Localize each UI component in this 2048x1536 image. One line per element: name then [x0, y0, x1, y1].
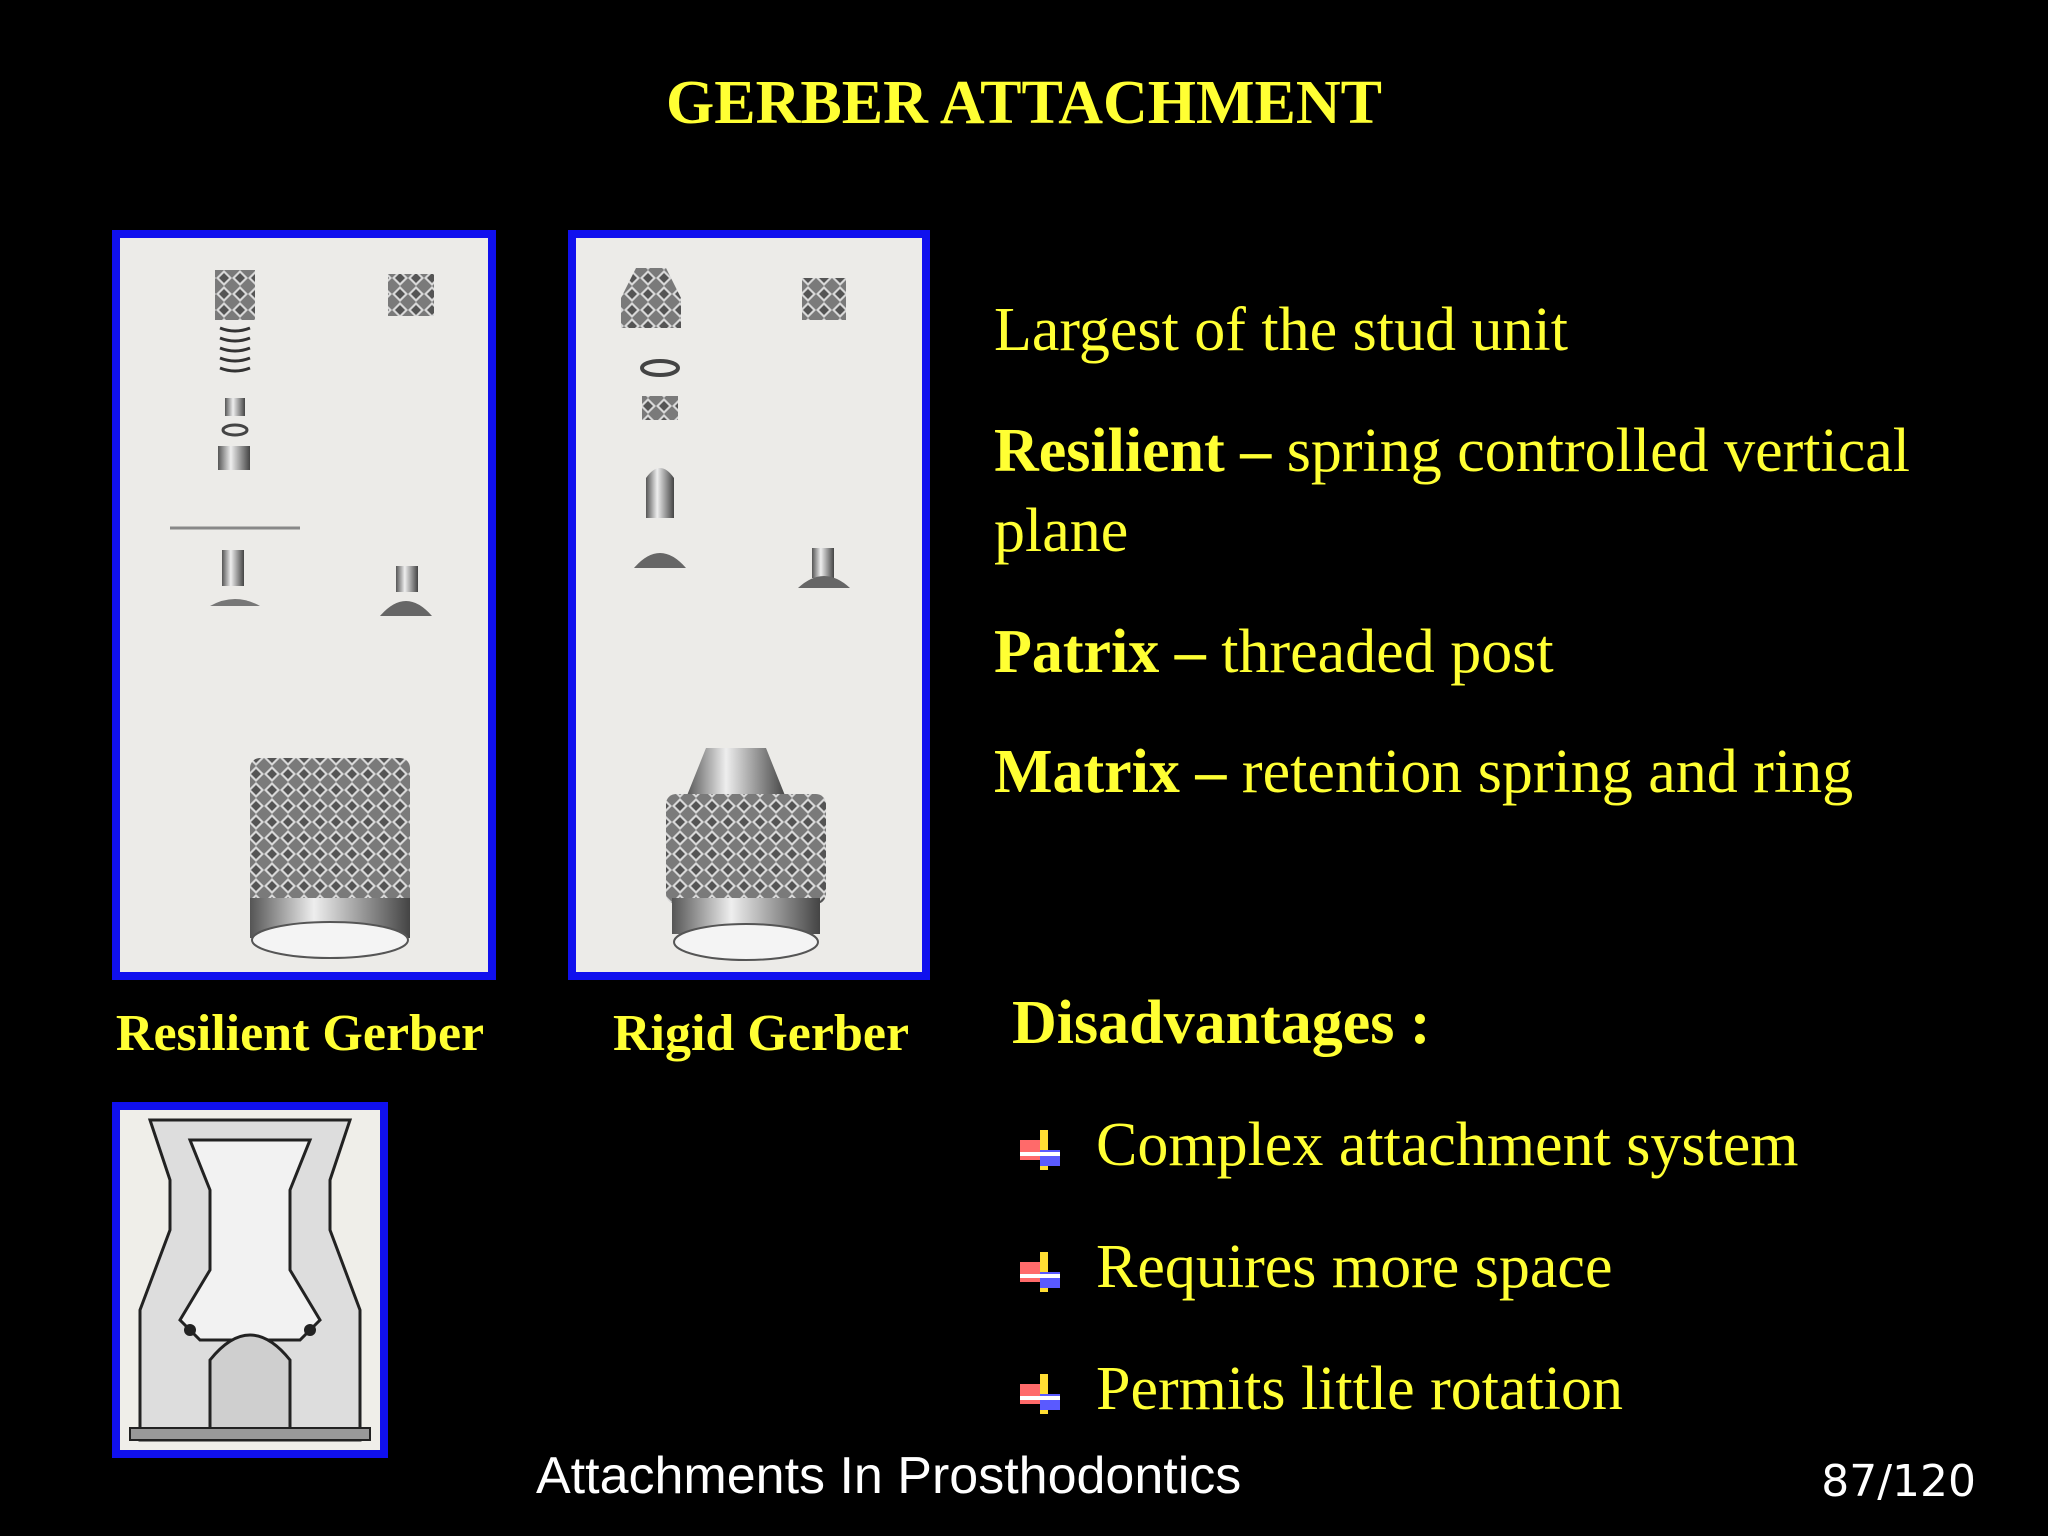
page-number: 87/120	[1821, 1456, 1976, 1507]
key-points: Largest of the stud unit Resilient – spr…	[994, 290, 2034, 853]
cross-section-drawing	[129, 1118, 371, 1442]
resilient-gerber-image	[112, 230, 496, 980]
bullet-icon	[1020, 1130, 1060, 1170]
point-1: Largest of the stud unit	[994, 296, 1568, 364]
rigid-gerber-caption: Rigid Gerber	[612, 1005, 910, 1062]
bullet-icon	[1020, 1252, 1060, 1292]
resilient-gerber-caption: Resilient Gerber	[115, 1005, 485, 1062]
point-4: Matrix – retention spring and ring	[994, 738, 1854, 807]
rigid-gerber-image	[568, 230, 930, 980]
bullet-icon	[1020, 1374, 1060, 1414]
gerber-cross-section-image	[112, 1102, 388, 1458]
slide-title: GERBER ATTACHMENT	[666, 69, 1382, 137]
point-2: Resilient – spring controlled vertical p…	[994, 416, 1910, 566]
rigid-gerber-illustration	[621, 268, 850, 961]
footer-title: Attachments In Prosthodontics	[536, 1447, 1242, 1505]
disadvantages-heading: Disadvantages :	[1012, 989, 1431, 1057]
resilient-gerber-illustration	[170, 270, 434, 959]
point-3: Patrix – threaded post	[994, 617, 1554, 686]
